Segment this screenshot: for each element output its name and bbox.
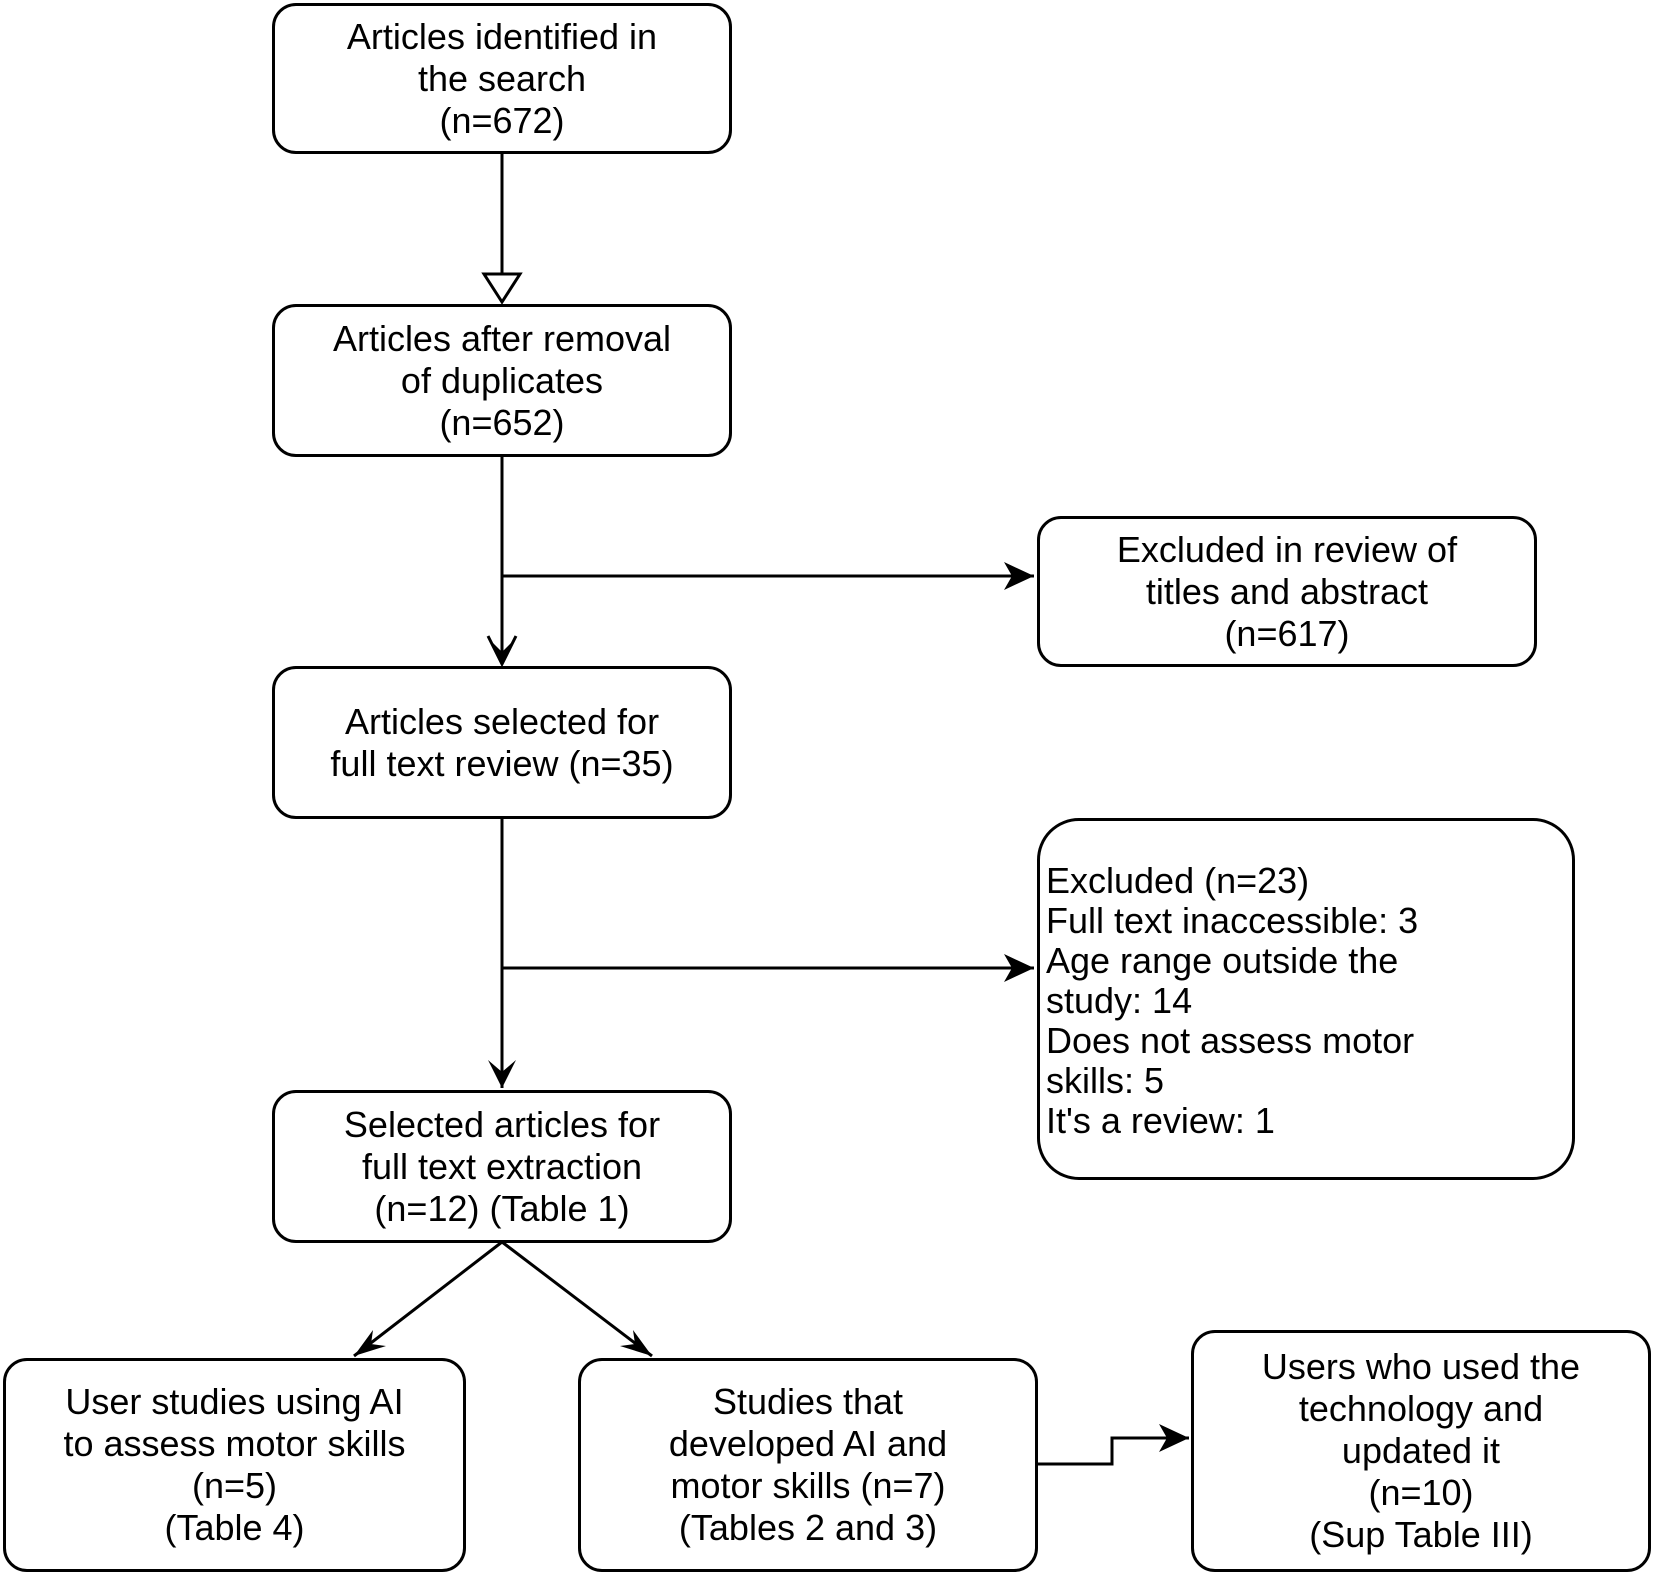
arrow-to-developed [501, 1240, 653, 1358]
extraction-box: Selected articles for full text extracti… [272, 1090, 732, 1243]
excluded-full-box: Excluded (n=23) Full text inaccessible: … [1037, 818, 1575, 1180]
arrowhead-icon [488, 1060, 516, 1088]
user-studies-text: User studies using AI to assess motor sk… [63, 1381, 406, 1548]
identified-text: Articles identified in the search (n=672… [346, 15, 658, 141]
deduplicated-box: Articles after removal of duplicates (n=… [272, 304, 732, 457]
arrowhead-icon [1004, 562, 1034, 590]
arrowhead-icon [1004, 954, 1034, 982]
arrowhead-icon [620, 1330, 652, 1356]
arrowhead-icon [1159, 1424, 1189, 1452]
arrow-to-user-studies [353, 1240, 503, 1358]
excluded-titles-text: Excluded in review of titles and abstrac… [1116, 528, 1458, 654]
extraction-text: Selected articles for full text extracti… [343, 1103, 661, 1229]
developed-text: Studies that developed AI and motor skil… [668, 1381, 948, 1548]
excluded-titles-box: Excluded in review of titles and abstrac… [1037, 516, 1537, 667]
identified-box: Articles identified in the search (n=672… [272, 3, 732, 154]
updated-text: Users who used the technology and update… [1261, 1346, 1581, 1555]
developed-box: Studies that developed AI and motor skil… [578, 1358, 1038, 1572]
arrow-developed-to-updated [1036, 1436, 1189, 1466]
user-studies-box: User studies using AI to assess motor sk… [3, 1358, 466, 1572]
deduplicated-text: Articles after removal of duplicates (n=… [332, 317, 672, 443]
full-text-review-text: Articles selected for full text review (… [330, 700, 674, 784]
hollow-arrowhead-icon [481, 272, 523, 305]
excluded-full-text: Excluded (n=23) Full text inaccessible: … [1046, 860, 1419, 1141]
updated-box: Users who used the technology and update… [1191, 1330, 1651, 1572]
arrowhead-icon [354, 1330, 386, 1356]
full-text-review-box: Articles selected for full text review (… [272, 666, 732, 819]
